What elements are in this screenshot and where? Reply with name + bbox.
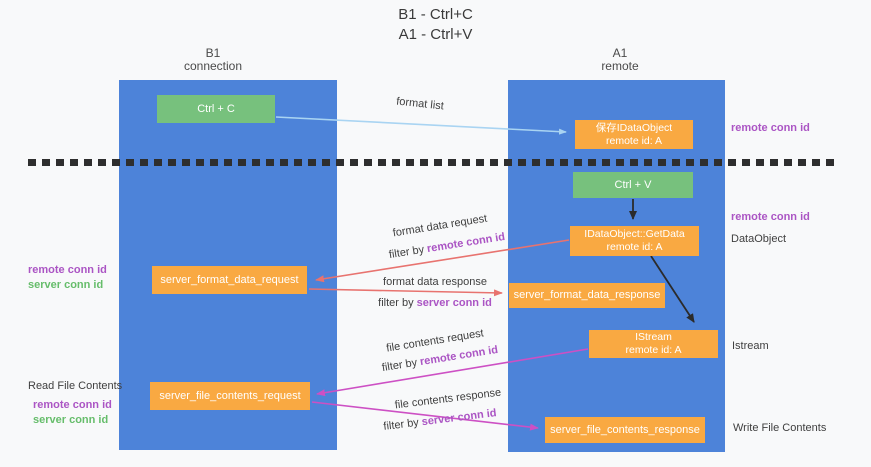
istream-box: IStream remote id: A	[589, 330, 718, 358]
filter-by-text: filter by	[381, 356, 422, 375]
ctrl-c-label: Ctrl + C	[197, 102, 235, 115]
server-file-contents-request-label: server_file_contents_request	[159, 389, 301, 402]
read-file-contents-note: Read File Contents	[28, 380, 123, 392]
format-data-response-arrow	[308, 288, 503, 297]
istream-line1: IStream	[635, 331, 672, 343]
getdata-box: IDataObject::GetData remote id: A	[570, 226, 699, 256]
server-conn-id-text: server conn id	[421, 407, 498, 429]
ctrl-v-label: Ctrl + V	[614, 178, 652, 191]
server-file-contents-response-label: server_file_contents_response	[550, 423, 700, 436]
server-format-data-request-label: server_format_data_request	[160, 273, 299, 286]
right-column-role: remote	[601, 59, 639, 73]
server-format-data-response-label: server_format_data_response	[513, 289, 661, 301]
save-idataobject-line1: 保存IDataObject	[595, 121, 673, 134]
server-format-data-request-box: server_format_data_request	[152, 266, 307, 294]
ctrl-v-box: Ctrl + V	[573, 172, 693, 198]
format-list-label: format list	[395, 95, 445, 113]
right-column-name: A1	[612, 46, 628, 60]
write-file-contents-note: Write File Contents	[733, 422, 827, 434]
format-data-response-label: format data response	[383, 276, 487, 288]
right-column-header: A1 remote	[550, 47, 690, 73]
istream-note: Istream	[732, 340, 769, 352]
ctrl-c-box: Ctrl + C	[157, 95, 275, 123]
diagram-title-line1: B1 - Ctrl+C	[398, 6, 473, 23]
remote-conn-id-note-getdata: remote conn id	[731, 211, 810, 223]
filter-by-text: filter by	[382, 416, 423, 433]
left-column-role: connection	[183, 59, 243, 73]
remote-conn-id-note-top-right: remote conn id	[731, 122, 810, 134]
format-data-response-filter-label: filter by server conn id	[370, 297, 500, 309]
remote-conn-id-note-format-request: remote conn id	[28, 264, 107, 276]
server-conn-id-text: server conn id	[416, 297, 492, 309]
getdata-line1: IDataObject::GetData	[584, 228, 685, 240]
diagram-title: B1 - Ctrl+C A1 - Ctrl+V	[0, 5, 871, 45]
left-column-name: B1	[205, 46, 221, 60]
server-file-contents-response-box: server_file_contents_response	[545, 417, 705, 443]
save-idataobject-line2: remote id: A	[605, 134, 663, 147]
filter-by-text: filter by	[378, 297, 417, 309]
diagram-title-line2: A1 - Ctrl+V	[398, 26, 473, 43]
remote-conn-id-note-file-request: remote conn id	[33, 399, 112, 411]
server-conn-id-note-file-request: server conn id	[33, 414, 109, 426]
getdata-line2: remote id: A	[606, 241, 663, 253]
server-format-data-response-box: server_format_data_response	[509, 283, 665, 308]
phase-divider-dashed-line	[28, 159, 834, 166]
server-file-contents-request-box: server_file_contents_request	[150, 382, 310, 410]
filter-by-text: filter by	[388, 243, 429, 262]
remote-conn-id-text: remote conn id	[426, 230, 506, 256]
dataobject-note: DataObject	[731, 233, 787, 245]
istream-line2: remote id: A	[625, 344, 682, 356]
left-column-header: B1 connection	[143, 47, 283, 73]
save-idataobject-box: 保存IDataObject remote id: A	[575, 120, 693, 149]
server-conn-id-note-format-request: server conn id	[28, 279, 104, 291]
